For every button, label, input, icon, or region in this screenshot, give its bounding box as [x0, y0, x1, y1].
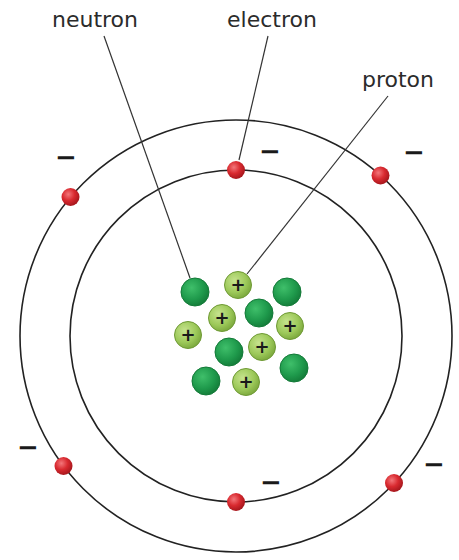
proton-circle [175, 322, 202, 349]
charge-sign: − [423, 451, 445, 477]
inner-orbit [70, 170, 402, 502]
proton-circle [209, 305, 236, 332]
part-name: electron [227, 8, 317, 32]
charge-sign: + [254, 338, 269, 356]
neutron-ball [181, 278, 209, 306]
leader-lines [104, 36, 388, 278]
electron-ball [55, 457, 73, 475]
proton-circle [277, 313, 304, 340]
proton-ball: + [232, 368, 260, 396]
electron-ball [372, 167, 390, 185]
proton-ball: + [174, 321, 202, 349]
charge-sign: + [214, 309, 229, 327]
neutron-ball [245, 299, 273, 327]
charge-sign: − [403, 139, 425, 165]
leader-line [104, 36, 190, 278]
charge-sign: + [180, 326, 195, 344]
charge-sign: − [55, 144, 77, 170]
proton-ball: + [248, 333, 276, 361]
part-name: proton [362, 68, 434, 92]
charge-sign: − [259, 138, 281, 164]
electron-ball [385, 474, 403, 492]
charge-sign: + [230, 276, 245, 294]
neutron-ball [273, 278, 301, 306]
leader-line [247, 96, 388, 274]
outer-orbit [20, 120, 452, 552]
neutron-ball [215, 338, 243, 366]
charge-sign: − [260, 469, 282, 495]
electron-ball [62, 188, 80, 206]
proton-ball: + [276, 312, 304, 340]
charge-sign: + [238, 373, 253, 391]
proton-circle [233, 369, 260, 396]
proton-ball: + [208, 304, 236, 332]
neutron-ball [192, 367, 220, 395]
neutron-ball [280, 354, 308, 382]
electrons [55, 161, 404, 511]
part-name: neutron [52, 8, 138, 32]
proton-ball: + [224, 271, 252, 299]
charge-sign: − [17, 434, 39, 460]
charge-sign: + [282, 317, 297, 335]
electron-ball [227, 161, 245, 179]
proton-circle [249, 334, 276, 361]
proton-circle [225, 272, 252, 299]
electron-ball [227, 493, 245, 511]
